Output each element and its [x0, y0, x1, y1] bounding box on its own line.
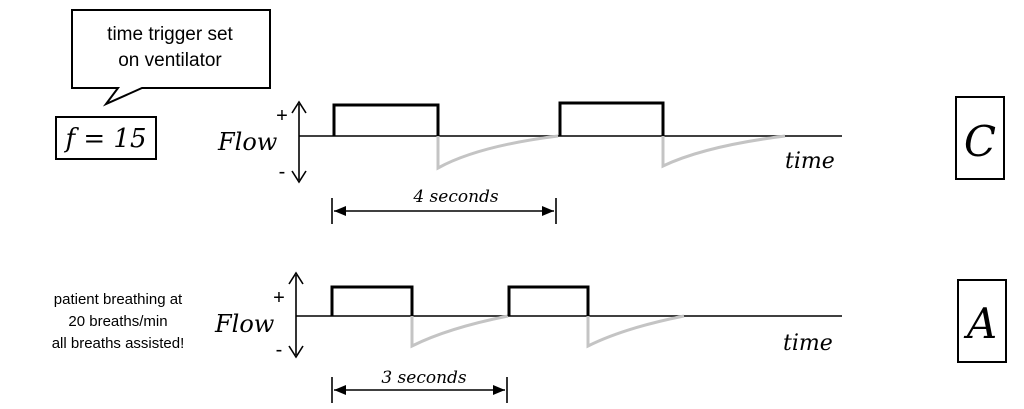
callout-bubble: time trigger set on ventilator [71, 9, 271, 107]
mode-label: C [964, 117, 996, 166]
interval-marker: 4 seconds [331, 187, 557, 224]
mode-box [955, 96, 1005, 180]
mode-label: A [963, 299, 997, 348]
flow-axis-arrow [291, 100, 307, 184]
inspiratory-flow-pulse [330, 285, 414, 316]
expiratory-flow-curve [661, 134, 786, 169]
expiratory-flow-curve [410, 314, 509, 349]
panel-assisted: + - Flow time 3 seconds A [214, 271, 1007, 403]
mode-box [957, 279, 1007, 363]
flow-axis-label: Flow [214, 310, 275, 338]
patient-note-line-2: 20 breaths/min [68, 313, 167, 330]
plus-sign: + [273, 287, 285, 309]
time-axis-label: time [783, 331, 833, 356]
callout-line-2: on ventilator [118, 50, 222, 71]
interval-marker: 3 seconds [331, 368, 508, 403]
panel-controlled: + - Flow time 4 seconds C [217, 96, 1005, 224]
expiratory-flow-curve [436, 134, 559, 171]
inspiratory-flow-pulse [332, 103, 440, 136]
patient-note-line-1: patient breathing at [54, 291, 183, 308]
minus-sign: - [279, 161, 286, 183]
flow-axis-label: Flow [217, 128, 278, 156]
minus-sign: - [276, 339, 283, 361]
interval-label: 3 seconds [381, 368, 467, 388]
inspiratory-flow-pulse [558, 101, 665, 136]
expiratory-flow-curve [586, 314, 685, 349]
rate-box: f = 15 [55, 116, 157, 160]
flow-axis-arrow [288, 271, 304, 359]
time-axis-label: time [785, 149, 835, 174]
interval-label: 4 seconds [412, 187, 499, 207]
plus-sign: + [276, 105, 288, 127]
callout-line-1: time trigger set [107, 24, 233, 45]
rate-label: f = 15 [63, 124, 146, 154]
patient-note: patient breathing at 20 breaths/min all … [52, 291, 185, 352]
patient-note-line-3: all breaths assisted! [52, 335, 185, 352]
inspiratory-flow-pulse [507, 285, 590, 316]
